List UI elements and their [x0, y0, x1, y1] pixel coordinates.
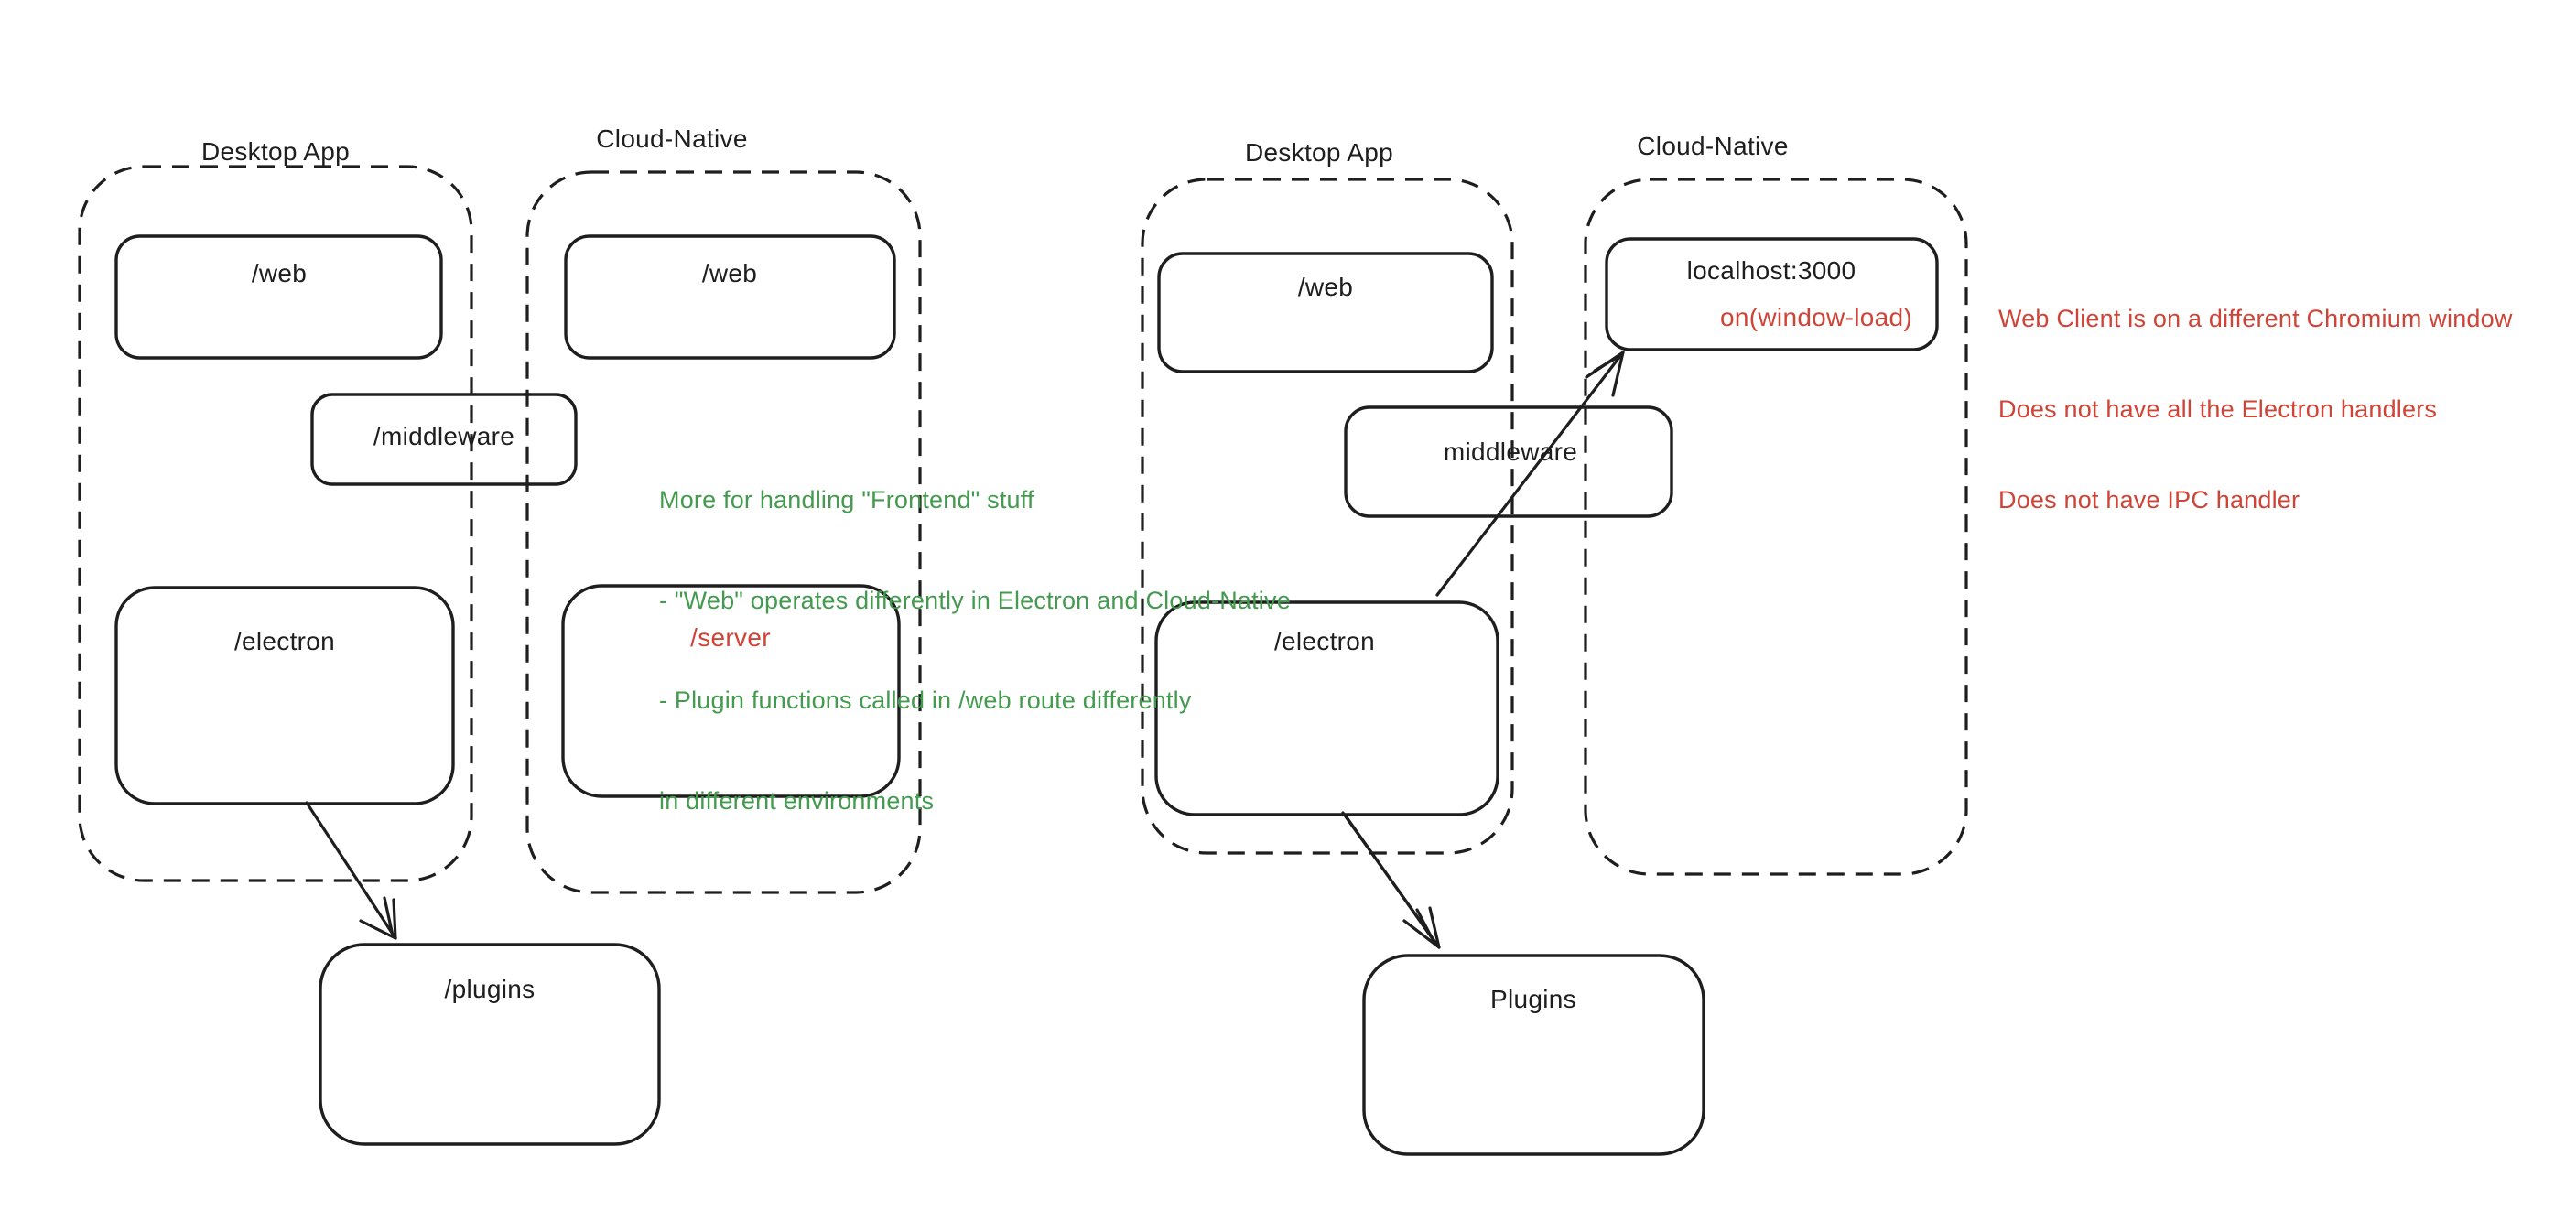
middleware-note-line-2: - "Web" operates differently in Electron… — [659, 586, 1291, 614]
right-electron-box[interactable] — [1154, 600, 1499, 816]
left-cloud-native-container[interactable] — [525, 170, 922, 894]
web-client-note-line-2: Does not have all the Electron handlers — [1998, 395, 2438, 423]
right-web-box[interactable] — [1157, 252, 1494, 373]
middleware-note-line-1: More for handling "Frontend" stuff — [659, 486, 1034, 513]
right-electron-label[interactable]: /electron — [1273, 627, 1376, 655]
left-web-box[interactable] — [114, 234, 443, 360]
left-desktop-app-container[interactable] — [78, 165, 473, 882]
right-middleware-label[interactable]: middleware — [1443, 438, 1578, 466]
middleware-note[interactable]: More for handling "Frontend" stuff - "We… — [659, 422, 1291, 880]
left-cloud-web-label[interactable]: /web — [701, 259, 758, 287]
right-on-window-load-label[interactable]: on(window-load) — [1720, 303, 1912, 331]
right-middleware-box[interactable] — [1344, 405, 1673, 518]
right-electron-to-localhost-arrow[interactable] — [1435, 351, 1625, 597]
left-plugins-label[interactable]: /plugins — [444, 975, 536, 1003]
right-plugins-label[interactable]: Plugins — [1490, 985, 1576, 1013]
right-electron-to-plugins-arrow[interactable] — [1341, 811, 1441, 949]
left-middleware-box[interactable] — [310, 393, 578, 486]
right-plugins-box[interactable] — [1362, 954, 1705, 1156]
middleware-note-line-4: in different environments — [659, 786, 935, 815]
right-web-label[interactable]: /web — [1297, 273, 1354, 301]
left-cloud-web-box[interactable] — [564, 234, 896, 360]
left-electron-box[interactable] — [114, 586, 455, 805]
right-desktop-app-label[interactable]: Desktop App — [1244, 138, 1394, 167]
web-client-note-line-1: Web Client is on a different Chromium wi… — [1998, 305, 2513, 332]
right-cloud-native-label[interactable]: Cloud-Native — [1637, 132, 1789, 160]
left-electron-to-plugins-arrow[interactable] — [305, 801, 397, 940]
middleware-note-line-3: - Plugin functions called in /web route … — [659, 686, 1192, 714]
left-server-box[interactable] — [561, 584, 901, 798]
left-middleware-label[interactable]: /middleware — [373, 422, 515, 450]
right-localhost-box[interactable] — [1605, 237, 1939, 351]
left-desktop-app-label[interactable]: Desktop App — [200, 137, 351, 166]
left-plugins-box[interactable] — [319, 943, 661, 1146]
web-client-note[interactable]: Web Client is on a different Chromium wi… — [1998, 245, 2513, 574]
right-localhost-label[interactable]: localhost:3000 — [1686, 256, 1856, 285]
right-desktop-app-container[interactable] — [1141, 178, 1514, 855]
left-electron-label[interactable]: /electron — [233, 627, 336, 655]
left-cloud-native-label[interactable]: Cloud-Native — [596, 124, 748, 153]
left-server-label[interactable]: /server — [690, 623, 771, 652]
web-client-note-line-3: Does not have IPC handler — [1998, 486, 2300, 513]
left-web-label[interactable]: /web — [251, 259, 308, 287]
right-cloud-native-container[interactable] — [1584, 178, 1968, 876]
